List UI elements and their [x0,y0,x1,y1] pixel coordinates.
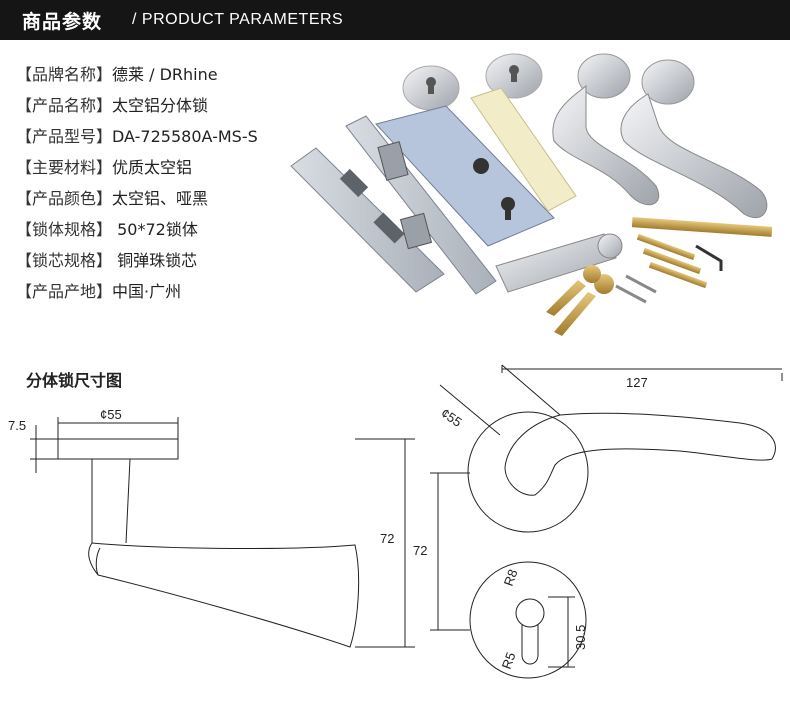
param-material: 【主要材料】优质太空铝 [16,158,193,177]
lever-handle-1 [552,53,660,206]
drawing-title: 分体锁尺寸图 [26,371,123,390]
param-brand: 【品牌名称】德莱 / DRhine [16,65,218,84]
strike-plate [290,147,445,293]
dimension-labels: 7.5 ¢55 72 127 ¢55 72 R8 R5 30.5 [8,375,648,671]
param-model: 【产品型号】DA-725580A-MS-S [16,127,258,146]
section-header: 商品参数 / PRODUCT PARAMETERS [0,0,790,40]
spindle-and-screws [615,217,773,304]
dim-front-diameter: ¢55 [438,405,464,430]
keys [546,265,614,336]
dim-side-diameter: ¢55 [100,407,122,422]
rosette-2 [485,53,543,99]
dim-front-length: 127 [626,375,648,390]
rosette-1 [402,65,460,111]
param-list: 【品牌名称】德莱 / DRhine 【产品名称】太空铝分体锁 【产品型号】DA-… [16,63,258,311]
dimension-drawing: 7.5 ¢55 72 127 ¢55 72 R8 R5 30.5 [8,364,783,679]
front-view [430,364,783,679]
dim-side-thickness: 7.5 [8,418,26,433]
param-lockbody: 【锁体规格】 50*72锁体 [16,220,198,239]
mortise-lock-body [345,105,555,295]
dim-cyl-len: 30.5 [573,625,588,650]
dim-side-height: 72 [380,531,394,546]
dim-cyl-r8: R8 [501,567,521,588]
side-view [30,417,415,648]
dim-cyl-r5: R5 [499,650,519,671]
param-color: 【产品颜色】太空铝、哑黑 [16,189,209,208]
header-title-en: / PRODUCT PARAMETERS [132,11,344,28]
dim-front-height: 72 [413,543,427,558]
product-photo [290,53,773,336]
param-cylinder: 【锁芯规格】 铜弹珠锁芯 [16,251,198,270]
lever-handle-2 [620,59,768,219]
param-product-name: 【产品名称】太空铝分体锁 [16,96,209,115]
header-title-cn: 商品参数 [22,11,103,33]
lock-cylinder [495,233,623,293]
param-origin: 【产品产地】中国·广州 [16,282,182,301]
plastic-frame [470,87,577,212]
